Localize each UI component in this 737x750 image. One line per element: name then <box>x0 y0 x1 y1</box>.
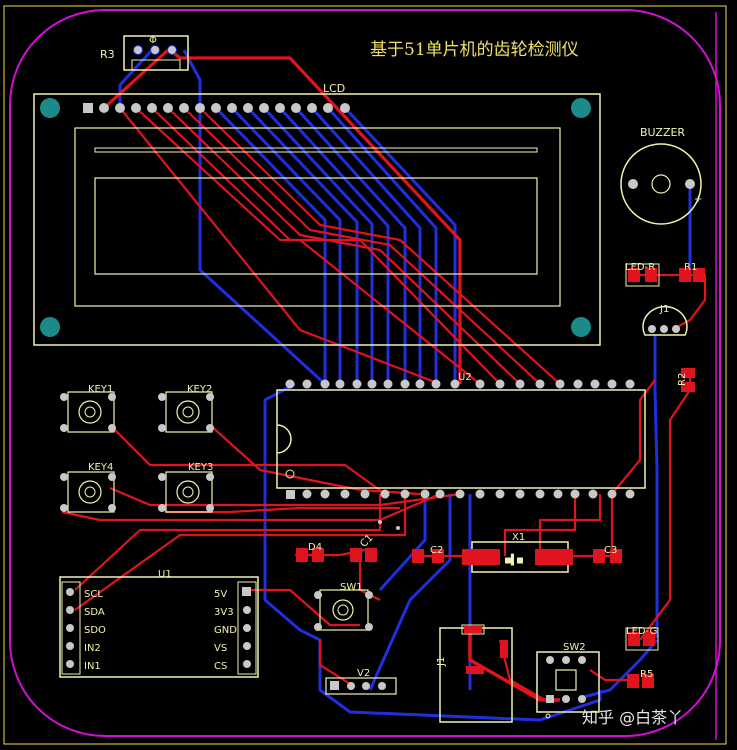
u1-label: U1 <box>158 569 172 580</box>
r1-label: R1 <box>684 262 697 273</box>
j1-label: J1 <box>659 304 669 315</box>
u1-pin-5v: 5V <box>214 589 227 600</box>
lcd-label: LCD <box>323 82 345 95</box>
u1-pin-vs: VS <box>214 643 227 654</box>
u1-pin-sda: SDA <box>84 607 105 618</box>
u1-pin-scl: SCL <box>84 589 103 600</box>
key2-switch[interactable]: KEY2 <box>158 384 214 433</box>
x1-label: X1 <box>512 532 525 543</box>
power-jack-label: J1 <box>436 657 447 667</box>
buzzer-plus: + <box>694 194 702 205</box>
u2-label: U2 <box>458 372 472 383</box>
key4-switch[interactable]: KEY4 <box>60 462 116 513</box>
buzzer[interactable]: BUZZER + <box>620 126 702 225</box>
sw2-label: SW2 <box>563 642 586 653</box>
u1-pin-cs: CS <box>214 661 227 672</box>
led-red[interactable]: LED-R <box>625 262 660 287</box>
u2-top-pins <box>285 379 635 389</box>
capacitor-c1[interactable]: C1 <box>350 533 377 562</box>
reset-switch-sw1[interactable]: SW1 <box>314 582 373 631</box>
u2-microcontroller[interactable]: U2 <box>276 372 646 499</box>
lcd-mount-hole <box>40 98 60 118</box>
lcd-mount-hole <box>571 98 591 118</box>
led-g-label: LED-G <box>626 626 657 637</box>
r3-potentiometer[interactable]: R3 Φ <box>100 35 189 71</box>
x1-symbol: ■▌■ <box>505 553 523 566</box>
lcd-mount-hole <box>40 317 60 337</box>
r2-label: R2 <box>677 373 688 386</box>
watermark: 知乎 @白茶丫 <box>582 708 683 727</box>
lcd-mount-hole <box>571 317 591 337</box>
key3-switch[interactable]: KEY3 <box>158 462 214 513</box>
buzzer-label: BUZZER <box>640 126 685 139</box>
led-green[interactable]: LED-G <box>625 626 659 651</box>
u1-pin-3v3: 3V3 <box>214 607 234 618</box>
vias <box>378 520 400 530</box>
lcd-module[interactable]: LCD <box>33 82 601 346</box>
keepout-outline <box>3 5 727 745</box>
lcd-header-pins <box>83 103 350 113</box>
u2-bottom-pins <box>286 489 635 499</box>
resistor-r2[interactable]: R2 <box>677 368 695 392</box>
power-jack-j1[interactable]: J1 <box>436 624 513 723</box>
c3-label: C3 <box>604 545 617 556</box>
diode-d4[interactable]: D4 <box>296 542 324 562</box>
v2-label: V2 <box>357 668 370 679</box>
capacitor-c2[interactable]: C2 <box>412 545 444 563</box>
board-outline <box>9 9 721 737</box>
key1-label: KEY1 <box>88 384 113 395</box>
transistor-j1[interactable]: J1 <box>642 304 688 336</box>
sw1-label: SW1 <box>340 582 363 593</box>
c2-label: C2 <box>430 545 443 556</box>
led-r-label: LED-R <box>625 262 655 273</box>
board-title: 基于51单片机的齿轮检测仪 <box>370 40 579 60</box>
capacitor-c3[interactable]: C3 <box>593 545 622 563</box>
r3-label: R3 <box>100 48 115 61</box>
u1-pin-in1: IN1 <box>84 661 101 672</box>
header-v2[interactable]: V2 <box>325 668 397 695</box>
r5-label: R5 <box>640 669 653 680</box>
resistor-r5[interactable]: R5 <box>627 669 654 688</box>
key3-label: KEY3 <box>188 462 213 473</box>
d4-label: D4 <box>308 542 322 553</box>
key2-label: KEY2 <box>187 384 212 395</box>
r3-pin-marker: Φ <box>149 35 157 46</box>
u1-pin-gnd: GND <box>214 625 237 636</box>
resistor-r1[interactable]: R1 <box>679 262 705 282</box>
power-switch-sw2[interactable]: SW2 <box>536 642 600 719</box>
crystal-x1[interactable]: X1 ■▌■ <box>462 532 573 573</box>
u1-sensor-module[interactable]: U1 SCL SDA SDO IN2 IN1 5V 3V3 GND VS CS <box>59 569 259 678</box>
u1-pin-in2: IN2 <box>84 643 101 654</box>
key4-label: KEY4 <box>88 462 113 473</box>
u1-pin-sdo: SDO <box>84 625 106 636</box>
key1-switch[interactable]: KEY1 <box>60 384 116 433</box>
